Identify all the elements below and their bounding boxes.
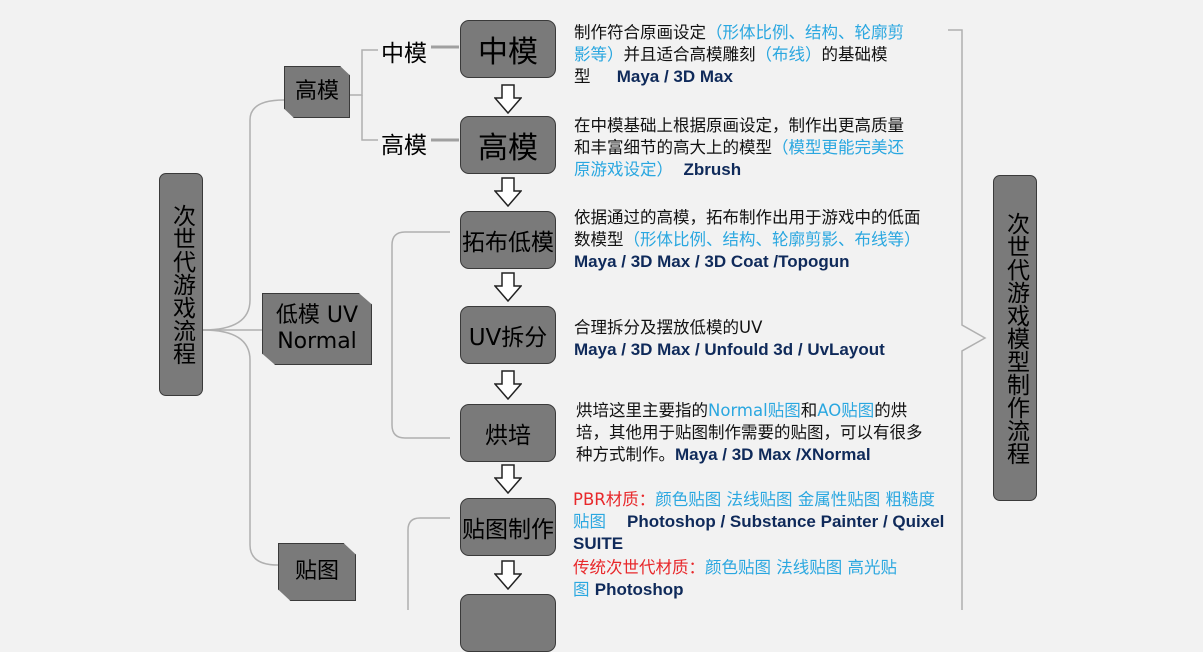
tools-high: Zbrush — [683, 160, 742, 179]
desc-retopo: 依据通过的高模，拓布制作出用于游戏中的低面数模型（形体比例、结构、轮廓剪影、布线… — [574, 208, 921, 271]
main-title-box: 次世代游戏流程 — [159, 173, 203, 396]
down-arrow-icon — [494, 84, 522, 114]
pipeline-title: 次世代游戏模型制作流程 — [1002, 211, 1029, 465]
step-mid-model: 中模 — [460, 20, 556, 78]
desc-high-model: 在中模基础上根据原画设定，制作出更高质量和丰富细节的高大上的模型（模型更能完美还… — [574, 116, 904, 179]
category-low-uv-line2: Normal — [277, 329, 357, 354]
down-arrow-icon — [494, 560, 522, 590]
step-bake: 烘培 — [460, 404, 556, 462]
step-high-model: 高模 — [460, 116, 556, 174]
connector-lines — [202, 29, 987, 610]
desc-uv: 合理拆分及摆放低模的UV Maya / 3D Max / Unfould 3d … — [574, 317, 944, 361]
category-low-uv-line1: 低模 UV — [275, 303, 359, 328]
category-low-uv-normal: 低模 UV Normal — [262, 293, 372, 365]
tools-uv: Maya / 3D Max / Unfould 3d / UvLayout — [574, 340, 885, 359]
pipeline-title-box: 次世代游戏模型制作流程 — [993, 175, 1037, 501]
step-next-partial — [460, 594, 556, 652]
step-retopo: 拓布低模 — [460, 211, 556, 269]
branch-label-mid: 中模 — [381, 41, 427, 67]
desc-texture-pbr: PBR材质：颜色贴图 法线贴图 金属性贴图 粗糙度贴图 Photoshop / … — [573, 490, 945, 553]
desc-mid-model: 制作符合原画设定（形体比例、结构、轮廓剪影等）并且适合高模雕刻（布线）的基础模型… — [574, 23, 904, 86]
main-title: 次世代游戏流程 — [168, 204, 195, 365]
tools-texture-pbr: Photoshop / Substance Painter / Quixel S… — [573, 512, 945, 553]
tools-mid: Maya / 3D Max — [616, 67, 733, 86]
category-texture: 贴图 — [278, 543, 356, 601]
tools-texture-traditional: Photoshop — [594, 580, 684, 599]
branch-label-high: 高模 — [381, 133, 427, 159]
down-arrow-icon — [494, 177, 522, 207]
step-uv-unwrap: UV拆分 — [460, 306, 556, 364]
down-arrow-icon — [494, 370, 522, 400]
category-high-mod: 高模 — [284, 66, 350, 118]
down-arrow-icon — [494, 464, 522, 494]
tools-retopo: Maya / 3D Max / 3D Coat /Topogun — [574, 252, 850, 271]
tools-bake: Maya / 3D Max /XNormal — [675, 445, 871, 464]
desc-bake: 烘培这里主要指的Normal贴图和AO贴图的烘培，其他用于贴图制作需要的贴图，可… — [576, 401, 923, 464]
down-arrow-icon — [494, 272, 522, 302]
desc-texture-traditional: 传统次世代材质：颜色贴图 法线贴图 高光贴图 Photoshop — [573, 558, 897, 599]
step-texture: 贴图制作 — [460, 498, 556, 556]
